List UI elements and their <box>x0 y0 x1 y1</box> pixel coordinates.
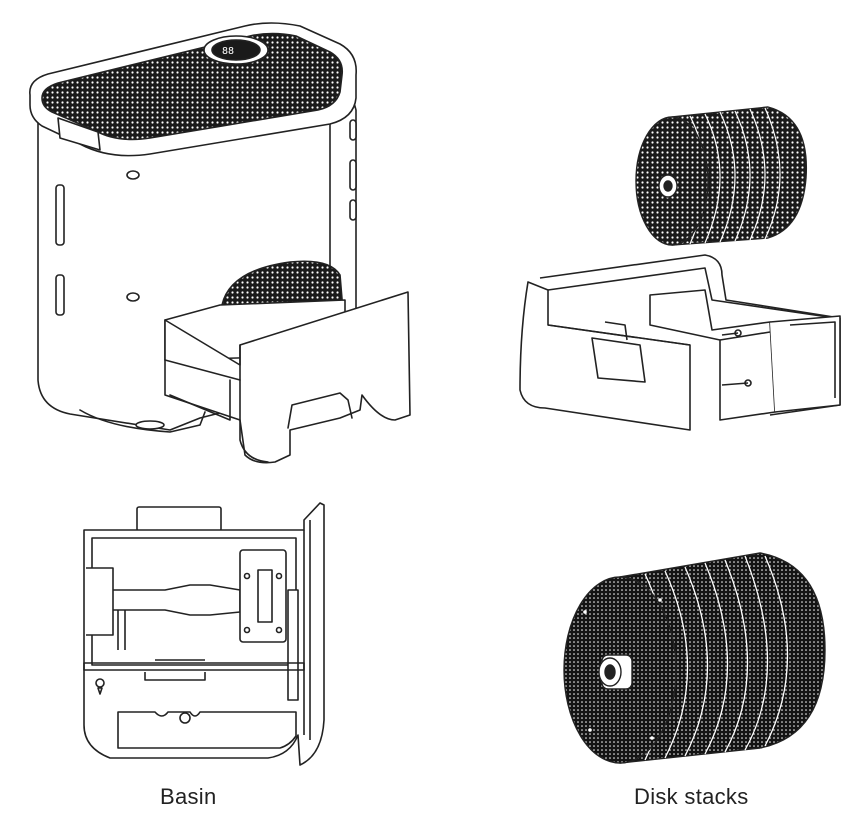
display-dial: 88 <box>203 35 269 65</box>
caption-disk-stacks: Disk stacks <box>634 784 749 809</box>
side-handle <box>57 117 101 151</box>
humidifier-with-drawer: 88 <box>29 22 411 464</box>
disk-stack-large <box>563 552 826 764</box>
basin-open-perspective <box>519 254 841 431</box>
caption-basin: Basin <box>160 784 217 809</box>
drawer <box>164 291 411 464</box>
basin-tab <box>136 506 222 532</box>
basin-top-view <box>83 502 325 766</box>
disk-stack-small <box>635 106 808 246</box>
svg-text:88: 88 <box>222 46 234 57</box>
